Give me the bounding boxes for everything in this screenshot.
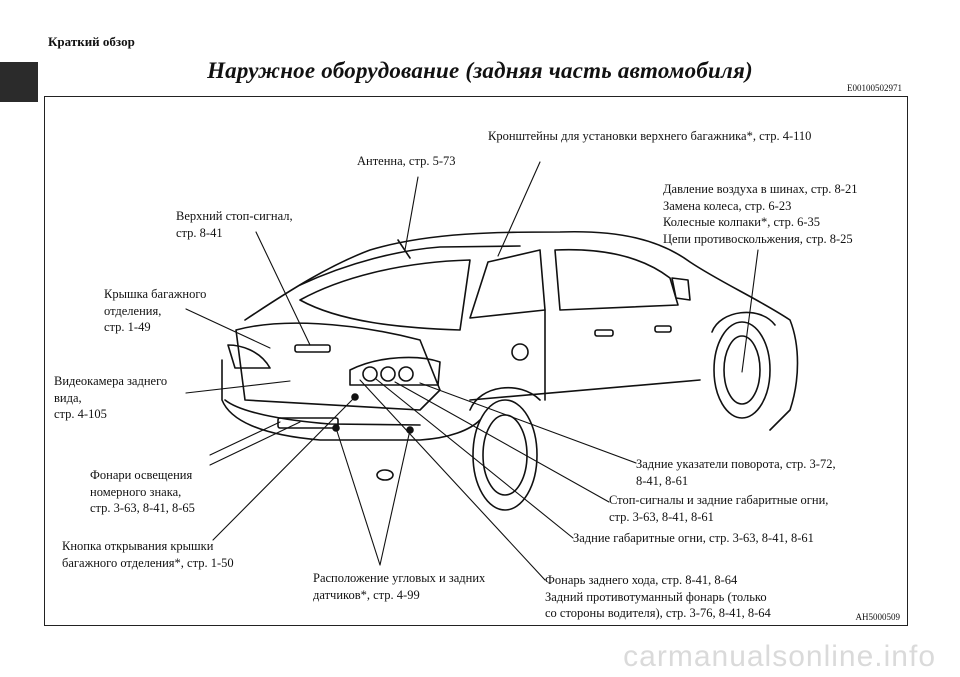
- figure-frame: [44, 96, 908, 626]
- callout-high-stop: Верхний стоп-сигнал, стр. 8-41: [176, 209, 293, 240]
- section-tab: [0, 62, 38, 102]
- callout-roof-rack: Кронштейны для установки верхнего багажн…: [488, 129, 812, 143]
- callout-plate-lights: Фонари освещения номерного знака, стр. 3…: [90, 468, 195, 515]
- callout-stop-tail: Стоп-сигналы и задние габаритные огни, с…: [609, 493, 829, 524]
- page-title: Наружное оборудование (задняя часть авто…: [207, 58, 753, 83]
- callout-sensors: Расположение угловых и задних датчиков*,…: [313, 571, 486, 602]
- watermark: carmanualsonline.info: [623, 640, 936, 673]
- page-code: E00100502971: [847, 83, 902, 93]
- callout-camera: Видеокамера заднего вида, стр. 4-105: [54, 374, 168, 421]
- callout-trunk-lid: Крышка багажного отделения, стр. 1-49: [104, 287, 207, 334]
- callout-tail-lights: Задние габаритные огни, стр. 3-63, 8-41,…: [573, 531, 814, 545]
- callout-antenna: Антенна, стр. 5-73: [357, 154, 456, 168]
- callout-tyres: Давление воздуха в шинах, стр. 8-21 Заме…: [663, 182, 858, 246]
- callout-trunk-button: Кнопка открывания крышки багажного отдел…: [62, 539, 234, 570]
- figure-code: AH5000509: [855, 612, 901, 622]
- callout-turn-signals: Задние указатели поворота, стр. 3-72, 8-…: [636, 457, 836, 488]
- section-label: Краткий обзор: [48, 34, 135, 49]
- callout-reverse-fog: Фонарь заднего хода, стр. 8-41, 8-64 Зад…: [545, 573, 771, 620]
